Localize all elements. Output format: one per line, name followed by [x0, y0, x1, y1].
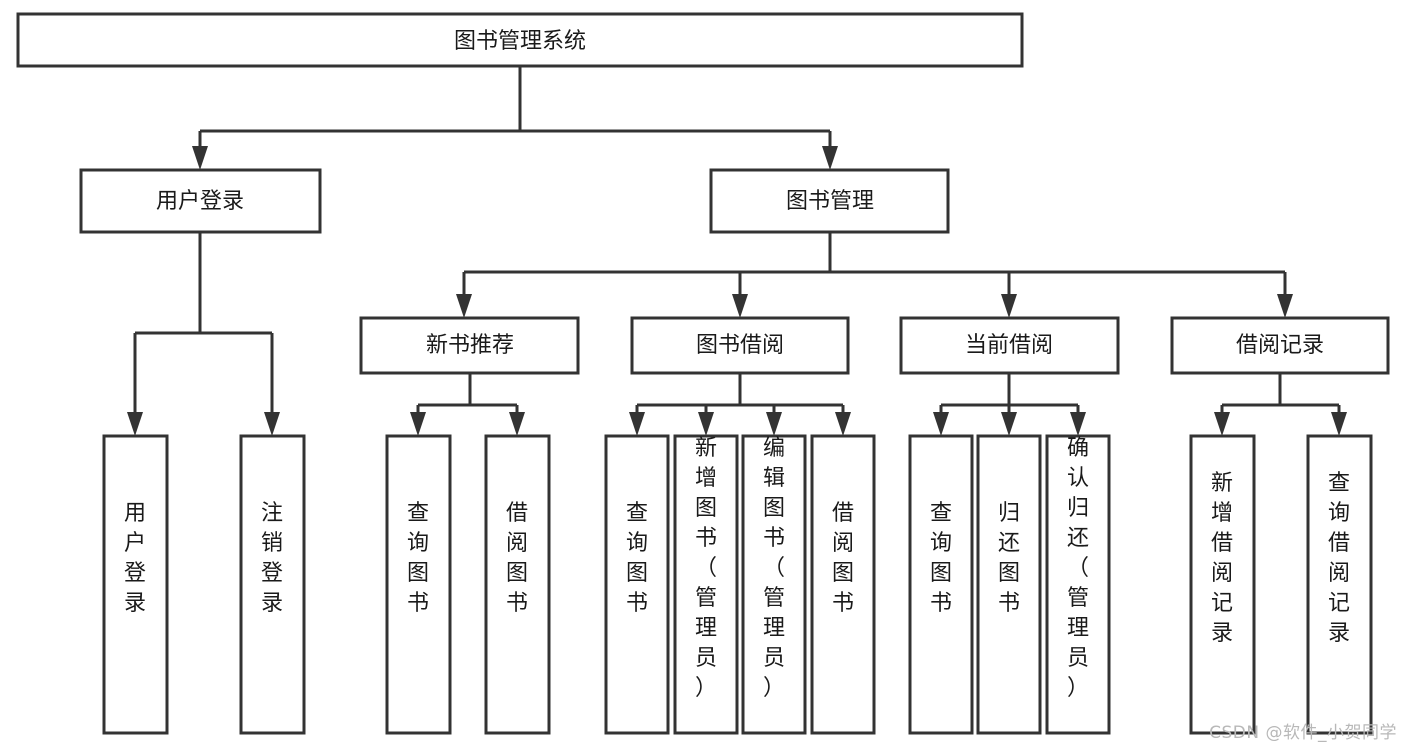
leaf-borrow-4[interactable]: 借阅图书 — [810, 434, 876, 735]
arrow-new-leaf-2 — [509, 412, 525, 436]
leaf-records-2-box[interactable] — [1306, 434, 1373, 735]
leaf-current-1[interactable]: 查询图书 — [908, 434, 974, 735]
arrow-records-leaf-1 — [1214, 412, 1230, 436]
leaf-borrow-1-label: 查询图书 — [626, 501, 648, 616]
leaf-current-2-label: 归还图书 — [998, 501, 1020, 616]
leaf-new-book-2-box[interactable] — [484, 434, 551, 735]
leaf-current-2-box[interactable] — [976, 434, 1042, 735]
leaf-new-book-2-label: 借阅图书 — [506, 501, 528, 616]
leaf-user-login-2-label: 注销登录 — [261, 501, 283, 616]
node-book-borrow-label: 图书借阅 — [696, 333, 784, 358]
leaf-new-book-1-box[interactable] — [385, 434, 452, 735]
node-user-login-label: 用户登录 — [156, 189, 244, 214]
node-new-book-recommend-box[interactable] — [359, 316, 580, 375]
arrow-current-leaf-3 — [1070, 412, 1086, 436]
arrow-books-to-current — [1001, 294, 1017, 318]
arrow-root-to-books — [822, 146, 838, 170]
leaf-new-book-1[interactable]: 查询图书 — [385, 434, 452, 735]
leaf-user-login-2-box[interactable] — [239, 434, 306, 735]
leaf-current-2[interactable]: 归还图书 — [976, 434, 1042, 735]
leaf-current-3-label: 确认归还（管理员） — [1067, 436, 1089, 701]
leaf-new-book-1-label: 查询图书 — [407, 501, 429, 616]
node-user-login[interactable]: 用户登录 — [79, 168, 322, 234]
node-current-borrow-label: 当前借阅 — [965, 333, 1053, 358]
leaf-user-login-2[interactable]: 注销登录 — [239, 434, 306, 735]
leaf-records-2-label: 查询借阅记录 — [1328, 471, 1350, 646]
leaf-user-login-1[interactable]: 用户登录 — [102, 434, 169, 735]
node-current-borrow-box[interactable] — [899, 316, 1120, 375]
arrow-login-leaf-2 — [264, 412, 280, 436]
leaf-borrow-2-label: 新增图书（管理员） — [695, 436, 717, 701]
leaf-records-1-label: 新增借阅记录 — [1211, 471, 1233, 646]
leaf-borrow-4-label: 借阅图书 — [832, 501, 854, 616]
node-current-borrow[interactable]: 当前借阅 — [899, 316, 1120, 375]
leaf-records-1[interactable]: 新增借阅记录 — [1189, 434, 1256, 735]
leaf-borrow-3-label: 编辑图书（管理员） — [763, 436, 785, 701]
leaf-user-login-1-label: 用户登录 — [124, 501, 146, 616]
node-new-book-recommend[interactable]: 新书推荐 — [359, 316, 580, 375]
node-root-label: 图书管理系统 — [454, 29, 586, 54]
node-borrow-records-label: 借阅记录 — [1236, 333, 1324, 358]
node-book-management-label: 图书管理 — [786, 189, 874, 214]
arrow-current-leaf-1 — [933, 412, 949, 436]
arrow-borrow-leaf-1 — [629, 412, 645, 436]
leaf-borrow-2-box[interactable] — [673, 434, 739, 735]
arrow-login-leaf-1 — [127, 412, 143, 436]
arrow-borrow-leaf-2 — [698, 412, 714, 436]
node-borrow-records-box[interactable] — [1170, 316, 1390, 375]
leaf-borrow-1-box[interactable] — [604, 434, 670, 735]
leaf-records-1-box[interactable] — [1189, 434, 1256, 735]
arrow-new-leaf-1 — [410, 412, 426, 436]
leaf-current-1-label: 查询图书 — [930, 501, 952, 616]
arrow-current-leaf-2 — [1001, 412, 1017, 436]
leaf-user-login-1-box[interactable] — [102, 434, 169, 735]
leaf-new-book-2[interactable]: 借阅图书 — [484, 434, 551, 735]
arrow-books-to-borrow — [732, 294, 748, 318]
connector-layer — [127, 66, 1347, 436]
leaf-borrow-1[interactable]: 查询图书 — [604, 434, 670, 735]
node-book-borrow-box[interactable] — [630, 316, 850, 375]
leaf-records-2[interactable]: 查询借阅记录 — [1306, 434, 1373, 735]
arrow-records-leaf-2 — [1331, 412, 1347, 436]
arrow-borrow-leaf-3 — [766, 412, 782, 436]
arrow-root-to-login — [192, 146, 208, 170]
leaf-current-3[interactable]: 确认归还（管理员） — [1045, 434, 1111, 735]
arrow-books-to-records — [1277, 294, 1293, 318]
node-book-management[interactable]: 图书管理 — [709, 168, 950, 234]
leaf-borrow-2[interactable]: 新增图书（管理员） — [673, 434, 739, 735]
node-borrow-records[interactable]: 借阅记录 — [1170, 316, 1390, 375]
leaf-borrow-3-box[interactable] — [741, 434, 807, 735]
node-root[interactable]: 图书管理系统 — [16, 12, 1024, 68]
node-new-book-recommend-label: 新书推荐 — [426, 333, 514, 358]
leaf-current-3-box[interactable] — [1045, 434, 1111, 735]
node-user-login-box[interactable] — [79, 168, 322, 234]
leaf-current-1-box[interactable] — [908, 434, 974, 735]
arrow-borrow-leaf-4 — [835, 412, 851, 436]
node-book-management-box[interactable] — [709, 168, 950, 234]
leaf-borrow-4-box[interactable] — [810, 434, 876, 735]
node-root-box[interactable] — [16, 12, 1024, 68]
node-book-borrow[interactable]: 图书借阅 — [630, 316, 850, 375]
arrow-books-to-new — [456, 294, 472, 318]
leaf-borrow-3[interactable]: 编辑图书（管理员） — [741, 434, 807, 735]
